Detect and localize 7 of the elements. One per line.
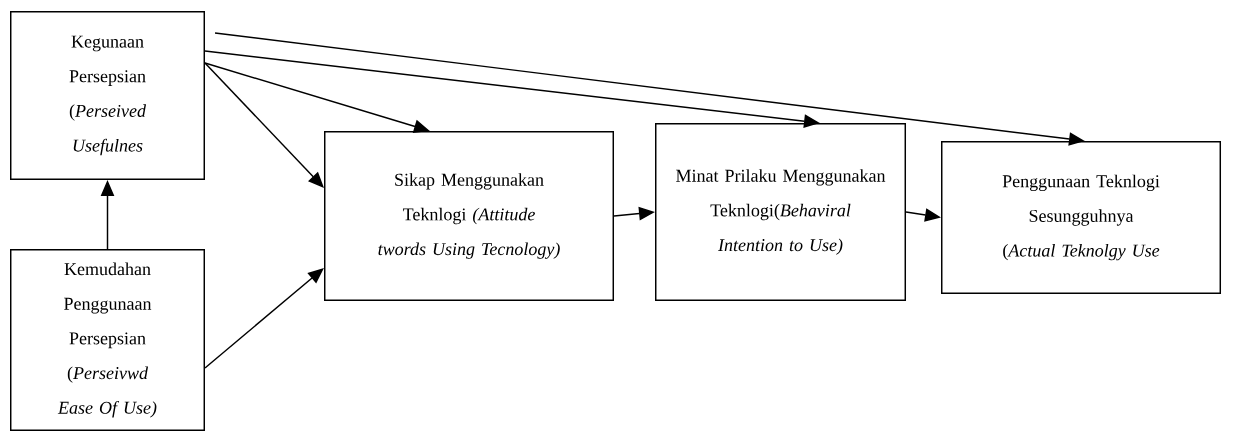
arrow (204, 268, 324, 369)
concept-box: Kemudahan Penggunaan Persepsian (Perseivwd Ease Of Use) (10, 249, 205, 431)
concept-box: Kegunaan Persepsian (Perseived Usefulnes (10, 11, 205, 180)
concept-box: Penggunaan Teknlogi Sesungguhnya (Actual Teknolgy Use (941, 141, 1221, 294)
concept-box: Sikap Menggunakan Teknlogi (Attitude twords Using Tecnology) (324, 131, 614, 301)
concept-box: Minat Prilaku Menggunakan Teknlogi(Behaviral Intention to Use) (655, 123, 906, 301)
arrow (204, 62, 324, 188)
